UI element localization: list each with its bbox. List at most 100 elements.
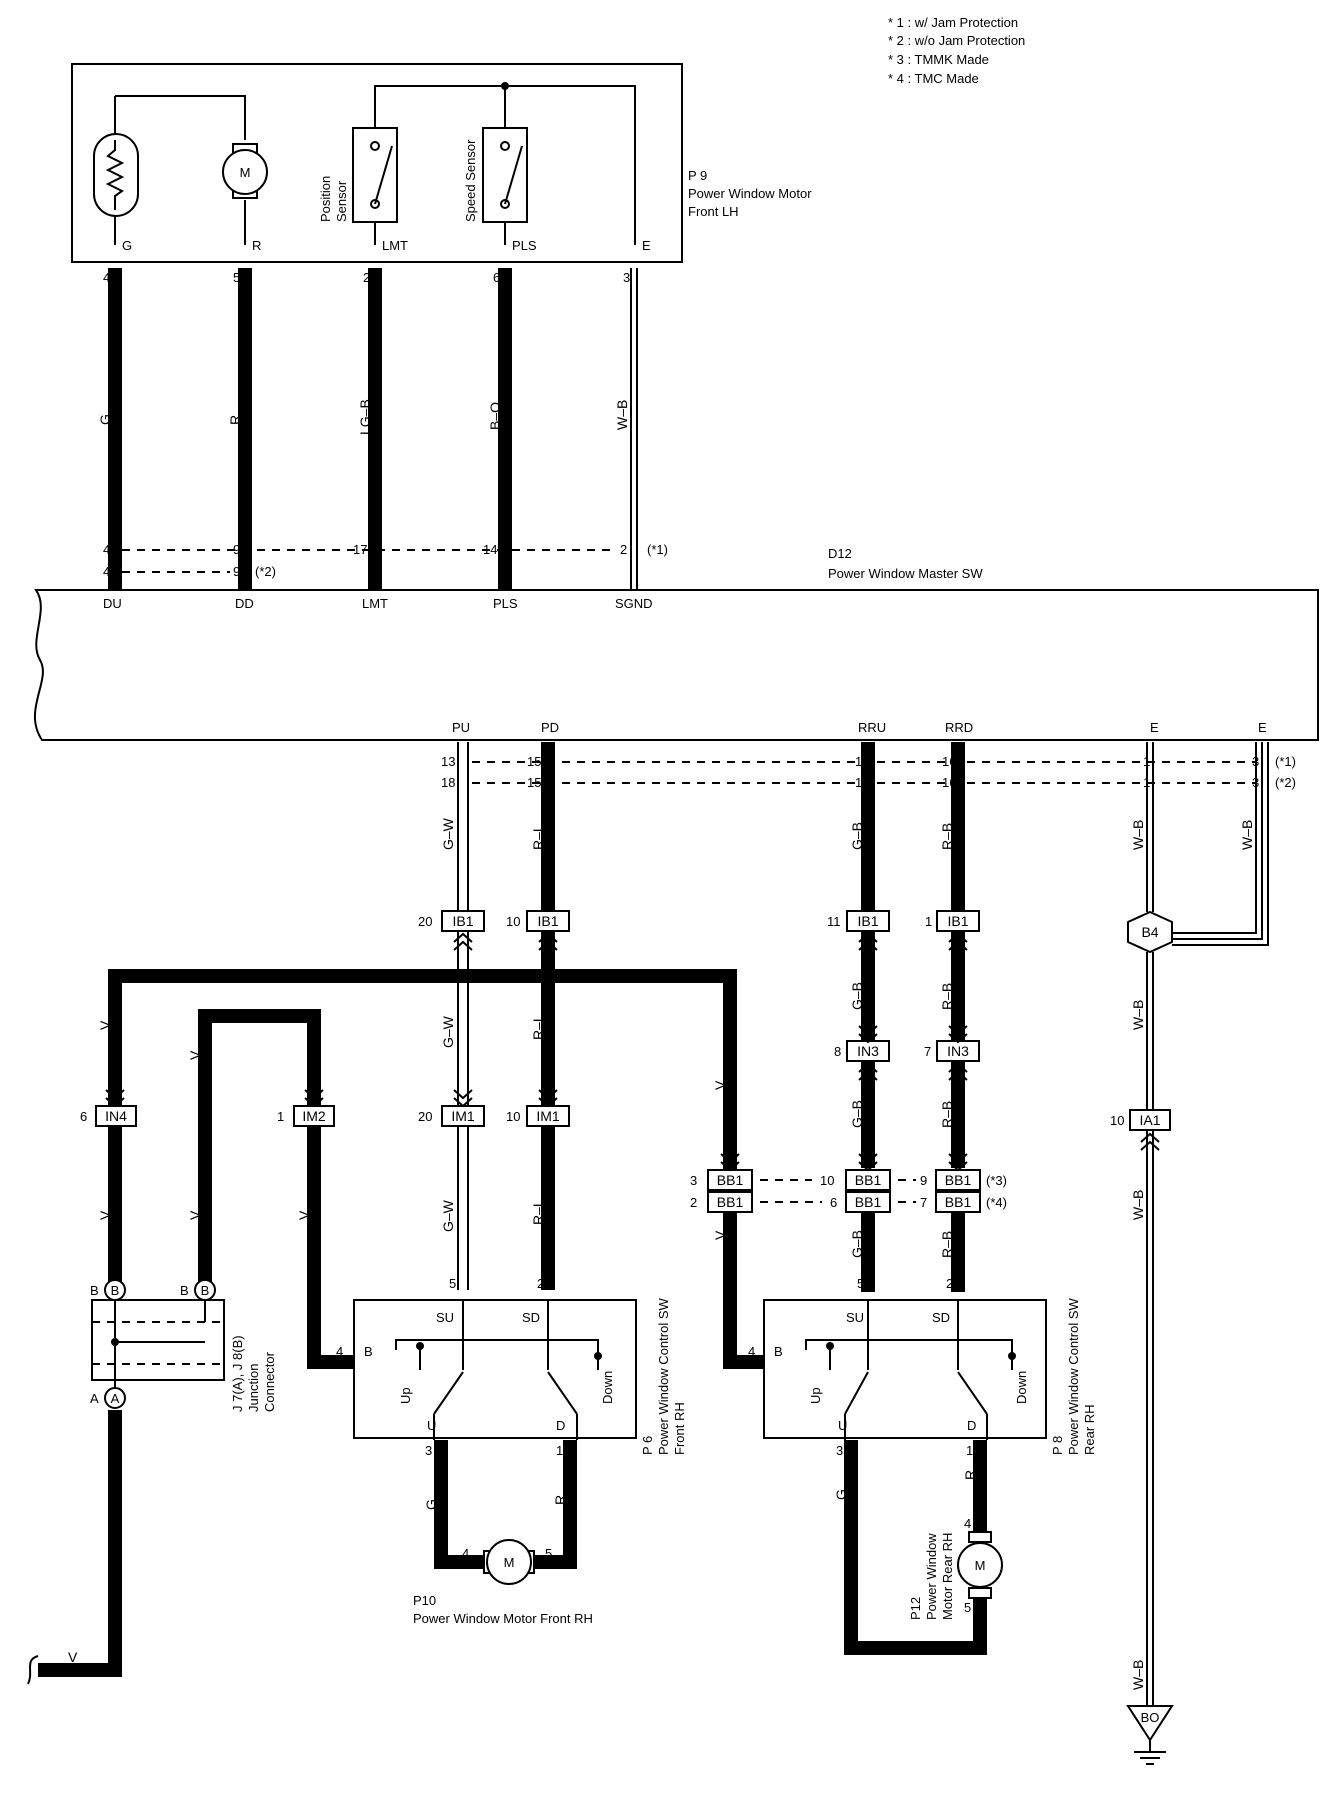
legend: * 1 : w/ Jam Protection * 2 : w/o Jam Pr… <box>888 15 1025 86</box>
wire-color-rl-top: R–L <box>530 824 546 850</box>
chevron-down-icon <box>720 1153 740 1172</box>
p8-pin-d: 1 <box>966 1443 973 1458</box>
ib1-connector-20: IB1 20 <box>418 910 485 932</box>
p8-internal-bus <box>805 1300 1013 1356</box>
wire-color-v-5: V <box>187 1210 203 1220</box>
p8-switch-leads <box>829 1332 1013 1370</box>
d12-b2-note: (*2) <box>1275 775 1296 790</box>
junction-side-b2: B <box>180 1283 189 1298</box>
wire-color-rl-low: R–L <box>530 1199 546 1225</box>
d12-frame <box>33 589 1319 741</box>
d12-pin-e1: E <box>1150 720 1159 735</box>
bb1-7-box <box>935 1191 981 1213</box>
chevron-down-icon <box>304 1089 324 1108</box>
wire-v-bus-im2 <box>198 1009 321 1290</box>
junction-pin-b1-label: B <box>111 1283 120 1298</box>
bb1-2-pin: 2 <box>690 1195 697 1210</box>
wire-gw-ib1-im1 <box>457 932 469 1108</box>
in3-connector-7: IN3 7 <box>924 1040 980 1062</box>
p6-pin-d: 1 <box>556 1443 563 1458</box>
p6-label-d: D <box>556 1418 565 1433</box>
p9-pin-label-pls: PLS <box>512 238 537 253</box>
p6-id: P 6 <box>640 1436 655 1455</box>
connector-arrows <box>105 932 1160 1172</box>
d12-pin-du: DU <box>103 596 122 611</box>
chevron-up-icon <box>948 1062 968 1081</box>
p8-pin-su: 5 <box>857 1276 864 1291</box>
ground-symbol-icon <box>1134 1740 1166 1765</box>
ib1-11-box <box>846 910 890 932</box>
wire-color-v-bottom: V <box>68 1649 78 1665</box>
in4-pin: 6 <box>80 1109 87 1124</box>
wire-v-bb1-p8 <box>723 1212 764 1369</box>
p6-pin-sd: 2 <box>537 1276 544 1291</box>
junction-dot <box>111 1338 119 1346</box>
bb1-10-label: BB1 <box>855 1172 882 1188</box>
in3-7-label: IN3 <box>947 1043 969 1059</box>
wire-color-r: R <box>227 415 243 425</box>
p10-id: P10 <box>413 1593 436 1608</box>
ib1-10-box <box>526 910 570 932</box>
im2-connector: IM2 1 <box>277 1105 335 1127</box>
chevron-up-icon <box>948 932 968 951</box>
in3-7-pin: 7 <box>924 1044 931 1059</box>
chevron-down-icon <box>453 1089 473 1108</box>
chevron-up-icon <box>538 932 558 951</box>
wire-wb-b4-ia1 <box>1146 952 1154 1110</box>
wire-break-mark <box>27 1655 39 1685</box>
p12-pin-5: 5 <box>964 1600 971 1615</box>
ground-label: BO <box>1141 1710 1160 1725</box>
bb1-connectors: BB1 3 BB1 2 BB1 10 BB1 6 BB1 9 (*3) BB1 … <box>690 1169 1007 1213</box>
bb1-9-label: BB1 <box>945 1172 972 1188</box>
ib1-20-pin: 20 <box>418 914 432 929</box>
chevron-down-icon <box>948 1153 968 1172</box>
d12-r2-note: (*2) <box>255 564 276 579</box>
bb1-dashes <box>760 1179 916 1203</box>
d12-r1-pin-3: 17 <box>353 542 367 557</box>
d12-pin-pu: PU <box>452 720 470 735</box>
wire-g-p6-p10 <box>434 1440 486 1569</box>
p6-pin-u: 3 <box>425 1443 432 1458</box>
bb1-10-pin: 10 <box>820 1173 834 1188</box>
ia1-connector: IA1 10 <box>1110 1109 1171 1131</box>
p9-internal-wire-top <box>115 95 246 140</box>
wire-color-wb-mid: W–B <box>1130 1000 1146 1030</box>
bb1-6-box <box>845 1191 891 1213</box>
p8-label-sd: SD <box>932 1310 950 1325</box>
p9-pin-label-g: G <box>122 238 132 253</box>
in4-label: IN4 <box>105 1108 127 1124</box>
position-sensor-label-1: Position <box>318 176 333 222</box>
wire-color-wb-e1: W–B <box>1130 820 1146 850</box>
p10-pin-4: 4 <box>462 1546 469 1561</box>
p9-pin-num-lmt: 2 <box>363 270 370 285</box>
p8-power-window-control-sw-rear-rh: SU SD B Up Down U D P 8 Power Window Con… <box>763 1298 1097 1455</box>
wire-gw-im1-p6 <box>457 1127 469 1290</box>
d12-pin-pls: PLS <box>493 596 518 611</box>
p8-output-leads <box>844 1414 988 1440</box>
p8-label-down: Down <box>1014 1371 1029 1404</box>
wire-color-lgb: LG–B <box>357 399 373 435</box>
p9-pin-label-e: E <box>642 238 651 253</box>
p9-motor-label: M <box>240 165 251 180</box>
bb1-7-note: (*4) <box>986 1195 1007 1210</box>
b4-shape <box>1127 910 1173 954</box>
p9-motor-icon <box>222 149 268 195</box>
ground-bo: BO <box>1126 1705 1174 1765</box>
d12-pin-sgnd: SGND <box>615 596 653 611</box>
wire-color-bo: B–O <box>487 402 503 430</box>
position-sensor-contact-top <box>370 141 380 151</box>
legend-note-1: * 1 : w/ Jam Protection <box>888 15 1018 30</box>
bb1-7-label: BB1 <box>945 1194 972 1210</box>
ib1-connector-10: IB1 10 <box>506 910 570 932</box>
wire-color-r-rear: R <box>962 1470 978 1480</box>
p8-label-up: Up <box>808 1387 823 1404</box>
wire-v-bus-main <box>108 969 737 1180</box>
junction-pin-b2 <box>194 1279 216 1301</box>
b4-ground-point: B4 <box>1127 910 1173 954</box>
speed-sensor-label: Speed Sensor <box>463 139 478 222</box>
p6-internal-bus <box>395 1300 599 1356</box>
chevron-down-icon <box>858 1153 878 1172</box>
d12-r1-pin-5: 2 <box>620 542 627 557</box>
p6-switch-leads <box>419 1332 599 1370</box>
p6-frame <box>353 1299 637 1439</box>
